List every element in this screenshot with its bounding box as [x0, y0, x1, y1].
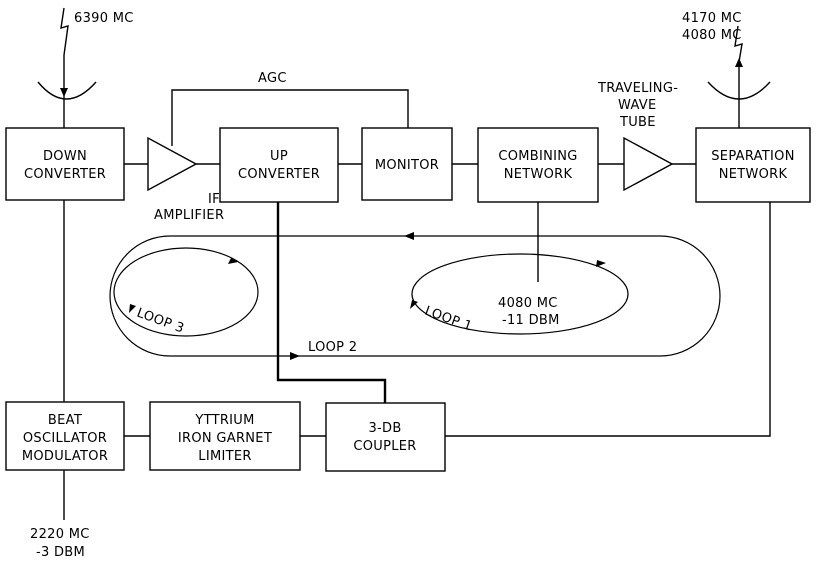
down-converter-label-1: DOWN — [43, 149, 87, 164]
output-arrow-icon — [735, 58, 743, 67]
beat-oscillator-label-2: OSCILLATOR — [23, 431, 107, 446]
beat-oscillator-label-3: MODULATOR — [22, 449, 108, 464]
traveling-wave-tube: TRAVELING- WAVE TUBE — [597, 81, 678, 192]
output-frequency-label-1: 4170 MC — [682, 11, 742, 26]
up-converter-label-1: UP — [270, 149, 288, 164]
beat-oscillator-label-1: BEAT — [48, 413, 82, 428]
loop-1-path — [411, 253, 629, 335]
yig-limiter-block: YTTRIUM IRON GARNET LIMITER — [149, 401, 301, 471]
separation-network-block: SEPARATION NETWORK — [695, 127, 811, 203]
loop-2-arrow-icon — [404, 232, 414, 240]
yig-limiter-label-2: IRON GARNET — [178, 431, 272, 446]
up-converter-coupler-path — [276, 202, 387, 403]
output-lightning-icon — [734, 25, 743, 63]
agc-label: AGC — [258, 71, 287, 86]
up-converter-block: UP CONVERTER — [219, 127, 339, 203]
down-converter-block: DOWN CONVERTER — [5, 127, 125, 201]
coupler-label-2: COUPLER — [353, 439, 416, 454]
if-amplifier-label-1: IF — [208, 192, 220, 207]
up-converter-label-2: CONVERTER — [238, 167, 320, 182]
loops: LOOP 2 LOOP 3 LOOP 1 — [109, 232, 721, 360]
input-lightning-icon — [60, 7, 69, 56]
oscillator-input-level: -3 DBM — [36, 545, 85, 560]
loop-3-label: LOOP 3 — [135, 306, 186, 337]
twt-label-1: TRAVELING- — [597, 81, 678, 96]
agc-line: AGC — [171, 71, 409, 146]
combining-input-level: -11 DBM — [502, 313, 560, 328]
input-arrow-icon — [60, 88, 68, 97]
input-antenna: 6390 MC — [37, 7, 134, 100]
oscillator-input-frequency: 2220 MC — [30, 527, 90, 542]
combining-network-block: COMBINING NETWORK — [477, 127, 599, 203]
input-antenna-dish-icon — [37, 81, 97, 100]
combining-network-label-1: COMBINING — [498, 149, 577, 164]
combining-network-label-2: NETWORK — [504, 167, 573, 182]
loop-1-arrow-icon — [596, 260, 606, 267]
loop-2-path — [109, 235, 721, 357]
monitor-label: MONITOR — [375, 158, 439, 173]
twt-amplifier-symbol — [623, 136, 674, 192]
twt-label-3: TUBE — [619, 115, 656, 130]
separation-network-label-1: SEPARATION — [711, 149, 795, 164]
loop-3-arrow-icon — [228, 258, 238, 264]
loop-3-arrow-lower-icon — [129, 304, 136, 313]
combining-input-frequency: 4080 MC — [498, 296, 558, 311]
separation-network-label-2: NETWORK — [719, 167, 788, 182]
signal-wires — [63, 94, 771, 520]
input-frequency-label: 6390 MC — [74, 11, 134, 26]
if-amplifier-symbol — [147, 136, 198, 192]
loop-3-path — [113, 247, 259, 337]
output-antenna: 4170 MC 4080 MC — [682, 11, 771, 128]
output-frequency-label-2: 4080 MC — [682, 28, 742, 43]
loop-2-label: LOOP 2 — [308, 340, 357, 355]
coupler-block: 3-DB COUPLER — [325, 402, 446, 472]
if-amplifier-label-2: AMPLIFIER — [154, 208, 224, 223]
coupler-label-1: 3-DB — [368, 421, 401, 436]
monitor-block: MONITOR — [361, 127, 453, 201]
yig-limiter-label-1: YTTRIUM — [194, 413, 254, 428]
if-amplifier: IF AMPLIFIER — [147, 136, 224, 223]
loop-2-arrow-lower-icon — [290, 352, 300, 360]
loop-1-label: LOOP 1 — [423, 304, 474, 335]
loop-1-arrow-lower-icon — [410, 300, 418, 309]
down-converter-label-2: CONVERTER — [24, 167, 106, 182]
beat-oscillator-block: BEAT OSCILLATOR MODULATOR — [5, 401, 125, 471]
yig-limiter-label-3: LIMITER — [198, 449, 251, 464]
twt-label-2: WAVE — [618, 98, 657, 113]
